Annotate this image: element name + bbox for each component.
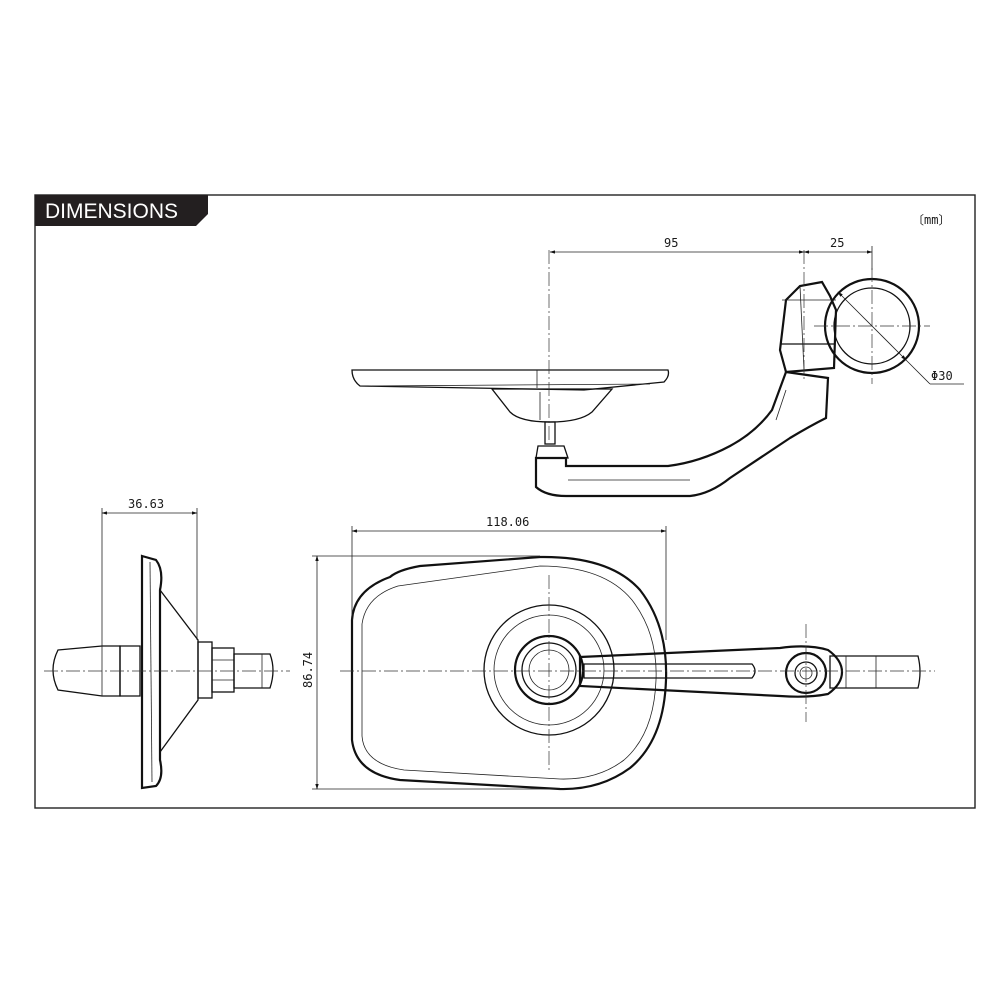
mirror-height-label: 86.74 xyxy=(301,652,315,688)
clamp-diameter-label: Φ30 xyxy=(931,369,953,383)
dimension-mirror-height: 86.74 xyxy=(301,555,560,790)
arm-length-label: 95 xyxy=(664,236,678,250)
front-view xyxy=(340,555,935,791)
dimension-clamp-offset: 25 xyxy=(803,236,873,270)
side-view xyxy=(44,554,290,790)
dimension-mirror-width: 118.06 xyxy=(351,515,667,640)
mirror-width-label: 118.06 xyxy=(486,515,529,529)
dimension-clamp-diameter: Φ30 xyxy=(837,291,964,385)
clamp-offset-label: 25 xyxy=(830,236,844,250)
dimension-side-depth: 36.63 xyxy=(101,497,198,646)
drawing-frame xyxy=(34,194,976,809)
page-title: DIMENSIONS xyxy=(45,200,178,223)
side-depth-label: 36.63 xyxy=(128,497,164,511)
title-tab: DIMENSIONS xyxy=(35,195,208,226)
unit-label: 〔mm〕 xyxy=(912,213,950,227)
top-view xyxy=(351,250,930,498)
dimension-arm-length: 95 xyxy=(549,236,805,254)
